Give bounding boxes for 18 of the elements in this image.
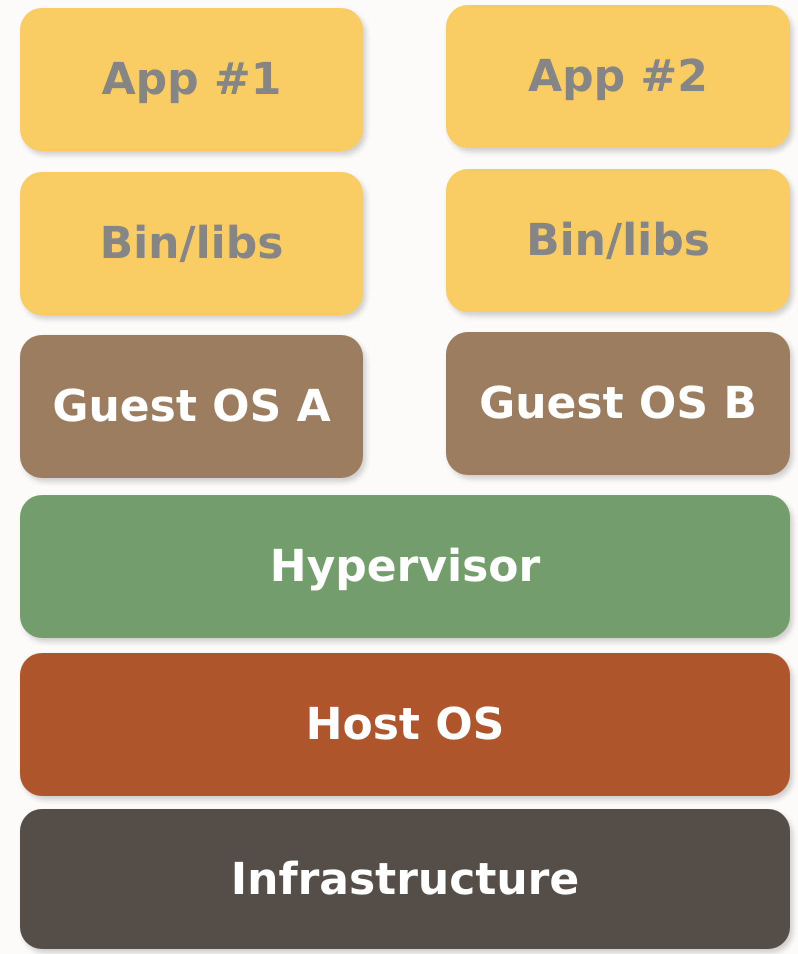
layer-box: [20, 8, 363, 151]
layer-box: [20, 335, 363, 478]
layer-box: [446, 332, 790, 475]
layer-box: [20, 172, 363, 315]
layer-label: Guest OS A: [52, 381, 331, 432]
layer-box: [20, 495, 790, 638]
layer-label: Bin/libs: [100, 218, 284, 269]
layer-label: Infrastructure: [230, 854, 580, 904]
layer-box: [446, 169, 790, 312]
layer-box: [20, 653, 790, 796]
layer-label: Guest OS B: [479, 378, 757, 429]
layer-label: Host OS: [306, 699, 504, 750]
layer-label: Hypervisor: [270, 541, 540, 592]
layer-box: [20, 809, 790, 949]
layer-box: [446, 5, 790, 148]
layer-label: App #1: [102, 54, 282, 105]
layer-label: Bin/libs: [526, 215, 710, 266]
layer-label: App #2: [528, 51, 708, 102]
